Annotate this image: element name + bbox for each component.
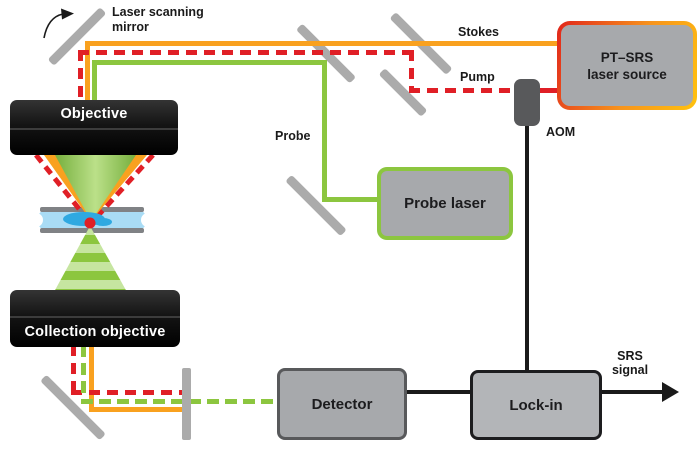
objective-box: Objective [10,100,178,155]
stokes-beam-descending [85,41,90,102]
detector-to-lockin-wire [407,390,471,394]
scan-rotation-arrow [43,8,74,39]
aom-reference-wire [525,126,529,372]
sample-and-cones [29,153,155,292]
pt-srs-label-line2: laser source [587,66,667,82]
stokes-label: Stokes [458,25,499,39]
laser-scanning-mirror-label: Laser scanning mirror [112,5,204,34]
probe-beam-riser [322,60,327,202]
probe-laser-label: Probe laser [404,195,486,212]
aom-label: AOM [546,125,576,139]
pump-beam-mid [409,88,516,93]
aom-block [514,79,540,126]
pt-srs-laser-source-box: PT–SRS laser source [557,21,697,110]
output-arrowhead [662,382,679,402]
lockin-output-wire [602,390,664,394]
collection-objective-label: Collection objective [24,324,166,341]
stokes-beam-transmitted-v [89,345,94,412]
probe-transmitted-h [81,399,279,404]
filter-bar [182,368,191,440]
objective-body [10,130,178,155]
stokes-beam-transmitted-h [89,407,183,412]
pump-beam-top [78,50,413,55]
probe-beam-from-laser [322,197,379,202]
probe-beam-descending [92,60,97,102]
probe-transmitted-v [81,345,86,402]
probe-steering-mirror [285,174,347,237]
collection-objective-box: Collection objective [10,290,180,347]
srs-signal-label: SRS signal [611,349,649,377]
focal-spot [84,217,96,229]
objective-label: Objective [60,106,128,123]
collection-objective-body [10,290,180,316]
detector-label: Detector [311,395,373,413]
stokes-beam-top [85,41,559,46]
probe-cone [55,155,136,221]
pump-label: Pump [460,70,495,84]
pump-beam-descending [78,50,83,102]
pump-beam-source-stub [540,88,559,93]
pump-beam-periscope [409,50,414,93]
collection-cone [54,226,127,292]
probe-label: Probe [275,129,311,143]
lock-in-label: Lock-in [509,396,563,414]
detector-box: Detector [277,368,407,440]
pt-srs-label-line1: PT–SRS [600,49,654,65]
lock-in-box: Lock-in [470,370,602,440]
pump-beam-transmitted-v [71,345,76,393]
probe-laser-box: Probe laser [377,167,513,240]
probe-beam-top [92,60,325,65]
pump-beam-transmitted-h [71,390,182,395]
